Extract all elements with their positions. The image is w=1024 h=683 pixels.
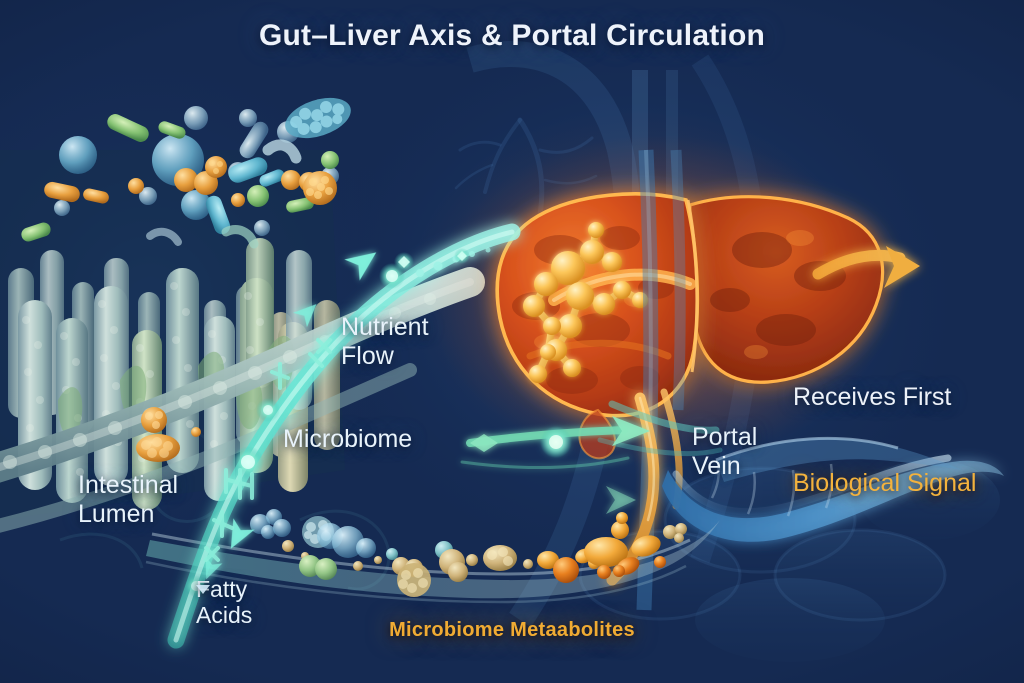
label-microbiome: Microbiome bbox=[283, 425, 413, 453]
label-fatty-acids: Fatty Acids bbox=[196, 576, 253, 629]
label-receives-first-biological-signal: Receives First Biological Signal bbox=[793, 326, 976, 554]
label-portal-vein: Portal Vein bbox=[692, 423, 758, 480]
portal-inflow-arrow bbox=[606, 486, 636, 514]
receives-line-1: Receives First bbox=[793, 383, 952, 411]
receives-line-2: Biological Signal bbox=[793, 468, 977, 497]
figure-title: Gut–Liver Axis & Portal Circulation bbox=[259, 19, 765, 52]
microbiome-transit-arrow bbox=[460, 416, 650, 470]
fatty-acids-label-group: Fatty Acids bbox=[196, 576, 252, 628]
label-nutrient-flow: Nutrient Flow bbox=[341, 313, 429, 370]
liver-output-arrow bbox=[812, 246, 920, 288]
fatty-acids-marker-icon bbox=[196, 585, 210, 594]
nutrient-flow-arrow-upper bbox=[293, 304, 317, 328]
figure-caption: Microbiome Metaabolites bbox=[389, 619, 635, 641]
label-intestinal-lumen: Intestinal Lumen bbox=[78, 471, 179, 528]
fatty-acid-return-arrow-lower bbox=[205, 556, 223, 580]
portal-vein-vessel bbox=[662, 436, 1004, 542]
fatty-acid-return-arrow bbox=[230, 518, 255, 549]
nutrient-flow-arrow bbox=[344, 252, 377, 281]
